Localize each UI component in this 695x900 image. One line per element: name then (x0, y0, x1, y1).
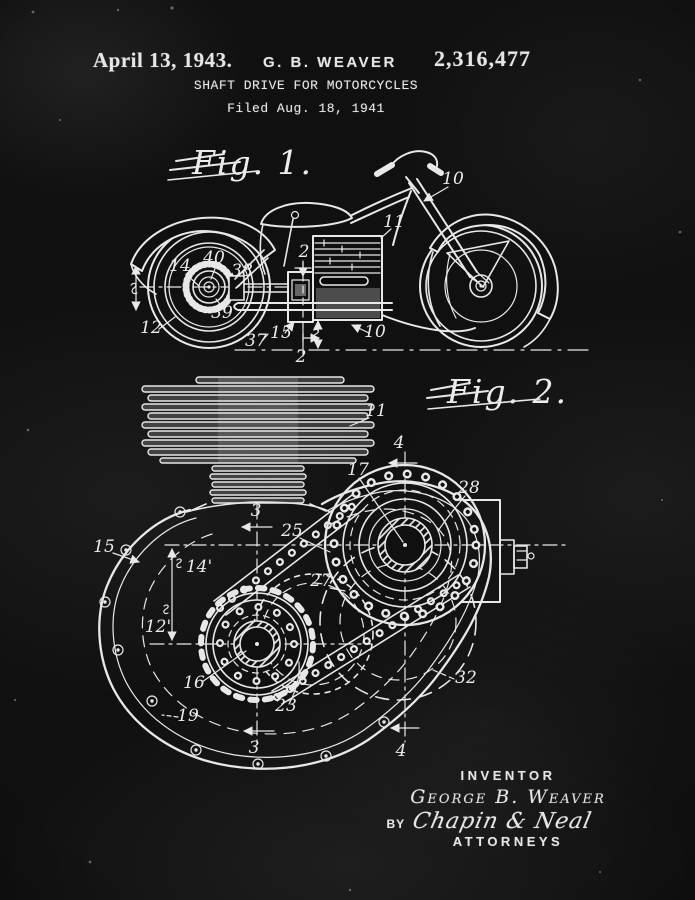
ref-numeral-12': 12' (145, 617, 171, 637)
ref-numeral-4: 4 (393, 433, 405, 453)
ref-numeral-39: 39 (211, 303, 233, 323)
ref-numeral-19: 19 (177, 706, 199, 726)
ref-numeral-14': 14' (186, 557, 212, 577)
ref-numeral-15: 15 (93, 537, 115, 557)
figure-2-gearcase: Fig. 2. (93, 372, 568, 769)
ref-numeral-10: 10 (442, 169, 464, 189)
ref-numeral-16: 16 (183, 673, 205, 693)
ref-numeral-3: 3 (249, 738, 260, 758)
ref-numeral-3: 3 (251, 501, 262, 521)
cylinder-fins (142, 377, 374, 512)
handlebars (377, 151, 441, 193)
ref-numeral-28: 28 (457, 478, 480, 498)
ref-numeral-23: 23 (274, 696, 297, 716)
ref-numeral-2: 2 (295, 347, 307, 367)
inventor-caption: INVENTOR (408, 768, 608, 783)
engine-block (313, 236, 382, 320)
ref-numeral-11: 11 (365, 401, 387, 421)
ref-numeral-17: 17 (347, 460, 369, 480)
by-label: BY (386, 817, 405, 834)
inventor-signature: George B. Weaver (408, 786, 608, 808)
ref-numeral-37: 37 (245, 331, 267, 351)
signature-block: INVENTOR George B. Weaver BY Chapin & Ne… (408, 768, 608, 849)
ref-numeral-10: 10 (364, 322, 386, 342)
ref-numeral-15: 15 (270, 323, 292, 343)
ref-numeral-2: 2 (298, 242, 310, 262)
ref-numeral-4: 4 (395, 741, 407, 761)
gearbox (288, 272, 313, 322)
ref-numeral-12: 12 (140, 318, 162, 338)
ref-numeral-38: 38 (231, 261, 253, 281)
lower-sprocket (201, 588, 313, 700)
ref-numeral-32: 32 (455, 668, 477, 688)
ref-numeral-14: 14 (169, 256, 191, 276)
ref-numeral-25: 25 (280, 521, 303, 541)
figure-1-label-group: Fig. 1. (168, 143, 313, 182)
ref-numeral-11: 11 (383, 212, 405, 232)
ref-numeral-40: 40 (202, 248, 225, 268)
figure-2-label-group: Fig. 2. (427, 372, 568, 411)
front-fender (428, 215, 557, 347)
figure-1-motorcycle: Fig. 1. (131, 143, 592, 367)
ref-numeral-27: 27 (309, 571, 332, 591)
attorneys-caption: ATTORNEYS (408, 834, 608, 849)
clearance-dimension (314, 321, 319, 348)
attorney-signature: Chapin & Neal (410, 809, 594, 834)
